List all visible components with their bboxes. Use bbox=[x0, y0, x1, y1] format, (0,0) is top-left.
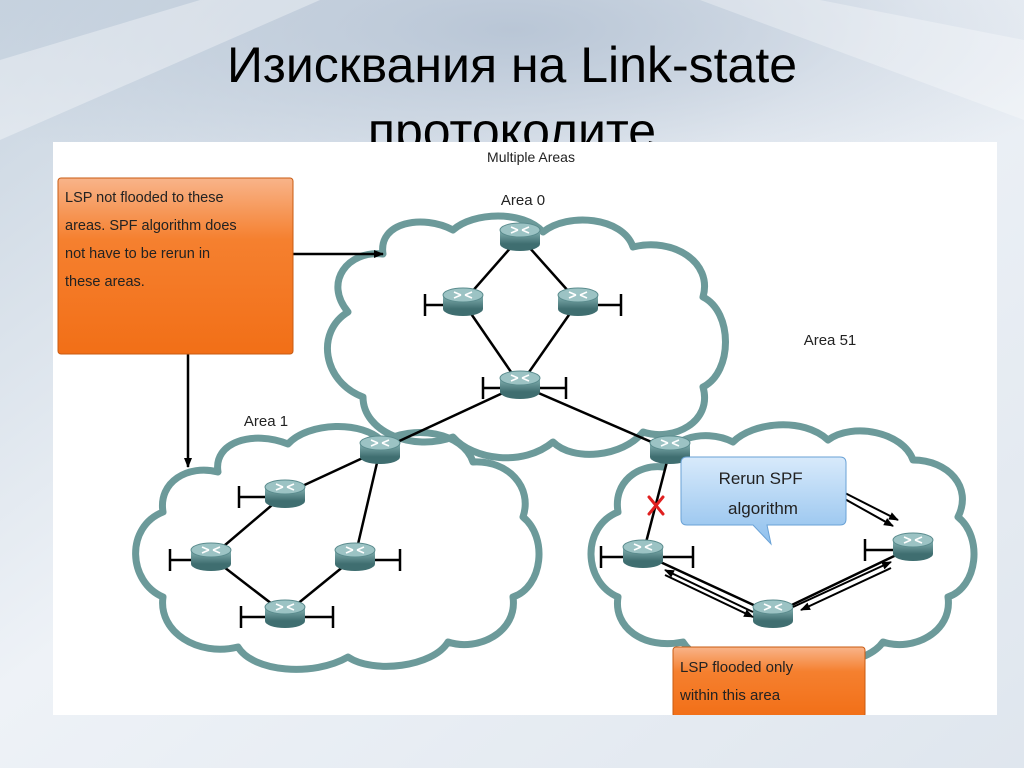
multiple-areas-figure: Multiple Areas bbox=[53, 142, 997, 715]
host-stubs bbox=[168, 294, 893, 628]
router-area0-bottom bbox=[499, 370, 541, 400]
callout-rerun-spf-line-1: Rerun SPF bbox=[719, 469, 803, 488]
router-area0-left bbox=[442, 287, 484, 317]
router-area1-bottom bbox=[264, 599, 306, 629]
callout-flooded-only-line-1: LSP flooded only bbox=[680, 659, 794, 676]
router-area0-top bbox=[499, 222, 541, 252]
callout-not-flooded-line-3: not have to be rerun in bbox=[65, 246, 210, 262]
area-51-label: Area 51 bbox=[804, 332, 857, 349]
area-51-cloud bbox=[587, 421, 978, 670]
router-area51-left bbox=[622, 539, 664, 569]
router-area1-top bbox=[264, 479, 306, 509]
area-0-cloud bbox=[323, 212, 729, 462]
callout-not-flooded-line-2: areas. SPF algorithm does bbox=[65, 218, 237, 234]
router-area0-right bbox=[557, 287, 599, 317]
callout-not-flooded-line-1: LSP not flooded to these bbox=[65, 190, 224, 206]
network-diagram: Multiple Areas bbox=[57, 149, 978, 715]
figure-heading: Multiple Areas bbox=[487, 149, 575, 165]
svg-text:LSP flooded only within: LSP flooded only within this area bbox=[679, 659, 797, 704]
area-0-label: Area 0 bbox=[501, 192, 545, 209]
callout-lsp-flooded-only: LSP flooded only within this area bbox=[672, 646, 866, 715]
callout-not-flooded-line-4: these areas. bbox=[65, 274, 145, 290]
svg-text:Rerun SPF algorithm: Rerun SPF algorithm bbox=[719, 469, 808, 518]
callout-flooded-only-line-2: within this area bbox=[679, 687, 781, 704]
svg-text:LSP not flooded to these: LSP not flooded to these areas. SPF algo… bbox=[65, 190, 241, 290]
router-area51-right bbox=[892, 532, 934, 562]
link-failure-x-icon bbox=[647, 495, 665, 516]
callout-lsp-not-flooded: LSP not flooded to these areas. SPF algo… bbox=[57, 177, 294, 355]
router-area1-left bbox=[190, 542, 232, 572]
router-area1-right bbox=[334, 542, 376, 572]
callout-rerun-spf: Rerun SPF algorithm bbox=[680, 456, 847, 546]
callout-rerun-spf-line-2: algorithm bbox=[728, 499, 798, 518]
router-area51-bottom bbox=[752, 599, 794, 629]
lsp-flood-arrows bbox=[664, 491, 899, 618]
slide-title: Изисквания на Link-state протоколите bbox=[0, 32, 1024, 164]
router-abr-area1 bbox=[359, 435, 401, 465]
area-1-label: Area 1 bbox=[244, 413, 288, 430]
slide-title-line-1: Изисквания на Link-state bbox=[226, 37, 798, 93]
